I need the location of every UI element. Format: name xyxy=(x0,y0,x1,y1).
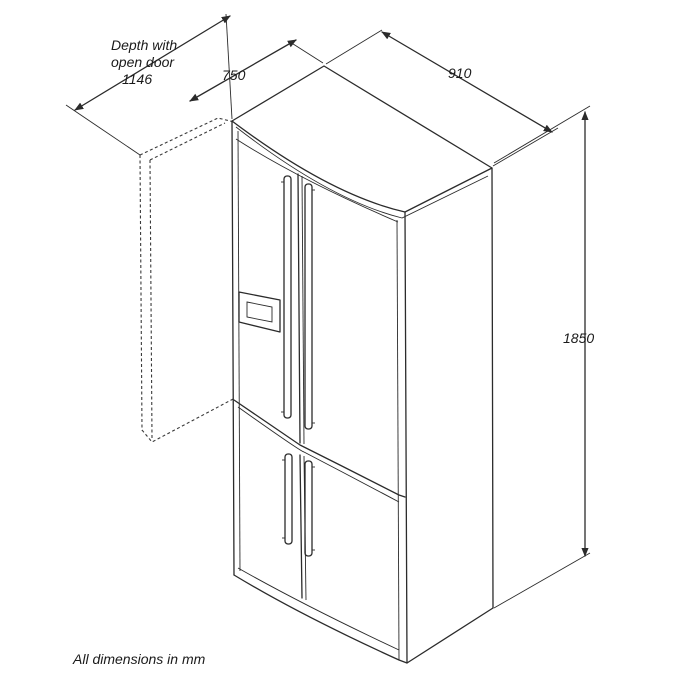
depth-open-door-label-line1: Depth with xyxy=(111,37,177,53)
width-value: 910 xyxy=(448,65,472,81)
depth-open-door-label-line2: open door xyxy=(111,54,175,70)
upper-right-door-handle xyxy=(304,183,315,430)
control-display-panel xyxy=(238,291,281,333)
upper-left-door-handle xyxy=(281,175,292,419)
units-note: All dimensions in mm xyxy=(73,651,206,667)
open-door-swing-outline xyxy=(139,117,236,443)
lower-left-door-handle xyxy=(282,453,293,545)
depth-dimension xyxy=(189,39,324,102)
depth-open-door-value: 1146 xyxy=(122,71,152,87)
lower-right-door-handle xyxy=(304,460,315,557)
width-dimension xyxy=(325,29,559,167)
depth-value: 750 xyxy=(222,67,246,83)
refrigerator-body xyxy=(231,65,494,664)
height-dimension xyxy=(493,105,591,609)
height-value: 1850 xyxy=(563,330,594,346)
